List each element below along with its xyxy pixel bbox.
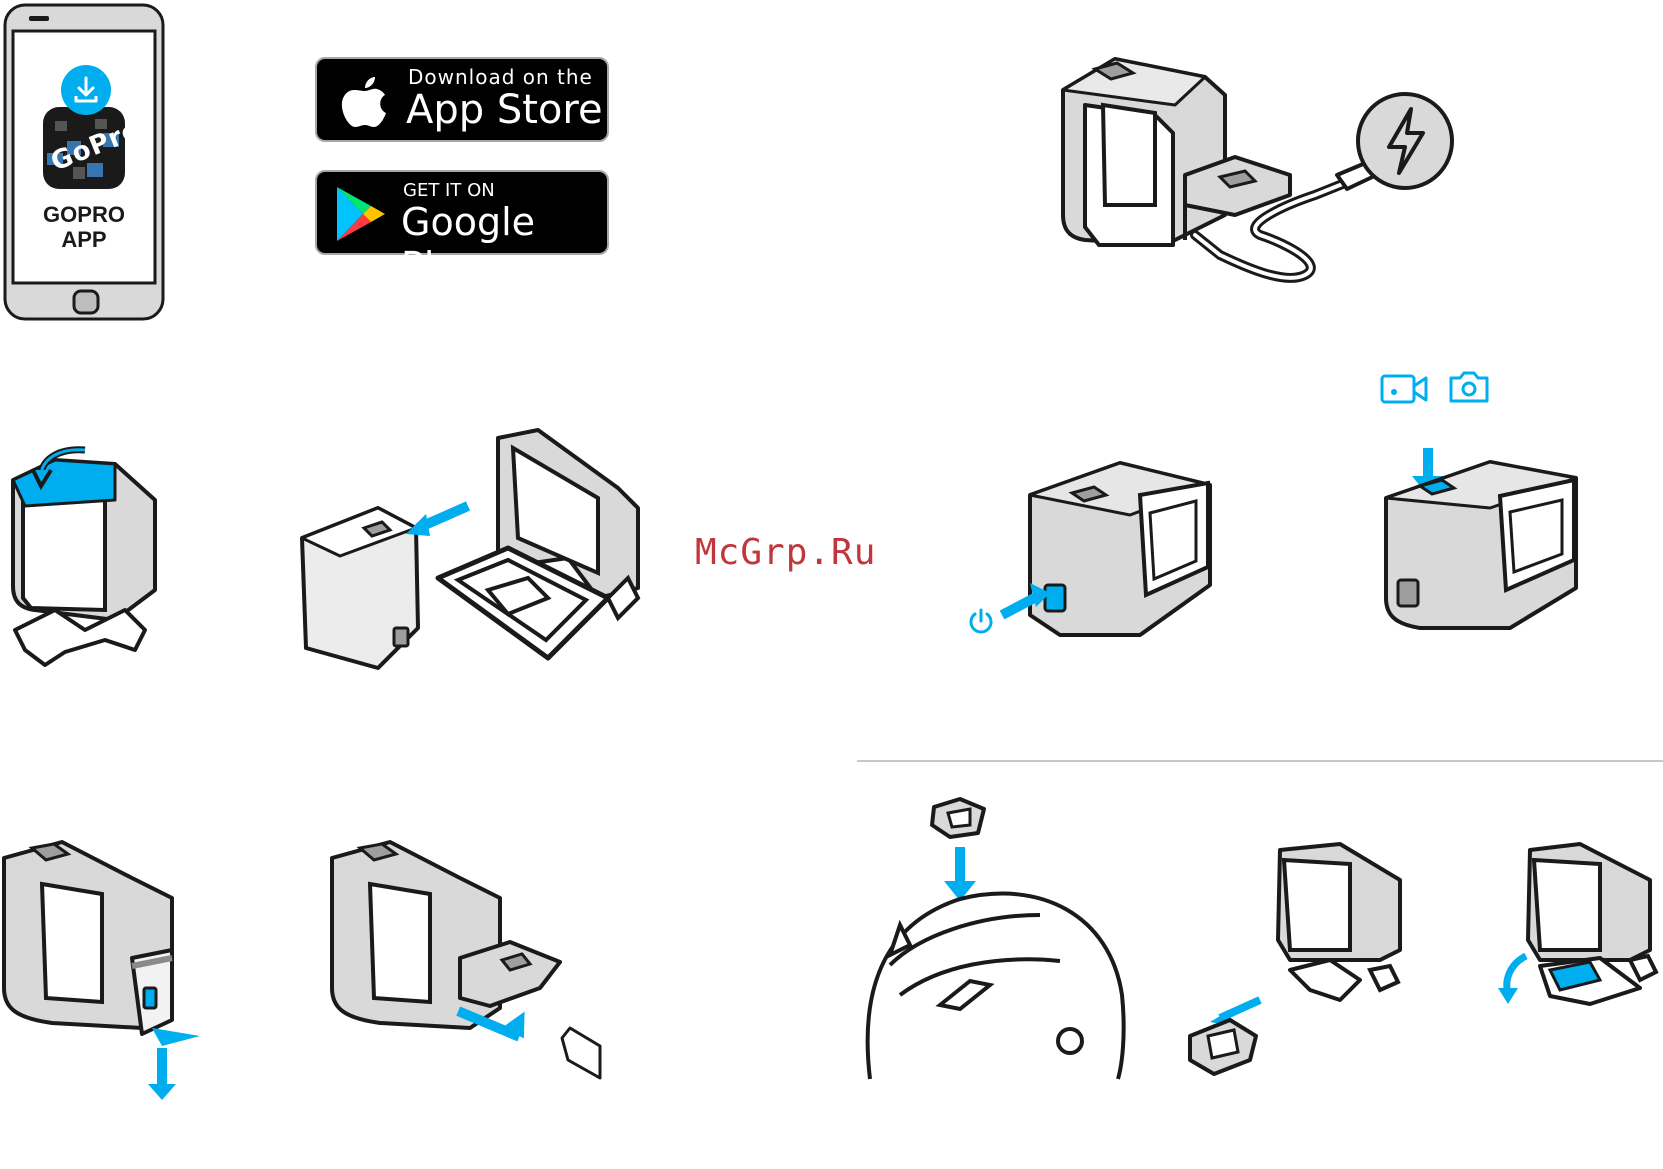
- apple-icon: [339, 71, 391, 131]
- google-play-badge[interactable]: GET IT ON Google Play: [315, 170, 609, 255]
- google-play-icon: [333, 184, 389, 244]
- lightning-icon: [1355, 91, 1455, 191]
- watermark: McGrp.Ru: [695, 532, 876, 573]
- section-divider: [857, 760, 1663, 762]
- google-play-small-text: GET IT ON: [403, 180, 495, 201]
- google-play-big-text: Google Play: [401, 200, 607, 288]
- camera-into-frame-illustration: [298, 428, 648, 688]
- phone-illustration: GoPro GOPRO APP: [3, 3, 165, 321]
- download-icon: [60, 64, 112, 116]
- helmet-mount-illustration: [860, 795, 1130, 1085]
- camera-mount-latch-illustration: [1490, 840, 1660, 1010]
- camera-shutter-illustration: [1380, 418, 1590, 648]
- camera-mount-buckle-illustration: [1180, 840, 1410, 1080]
- app-store-big-text: App Store: [406, 87, 603, 133]
- app-label-line2: APP: [14, 228, 154, 252]
- app-store-small-text: Download on the: [408, 65, 593, 89]
- camera-sd-card-illustration: [330, 838, 620, 1088]
- app-store-badge[interactable]: Download on the App Store: [315, 57, 609, 142]
- photo-mode-icon: [1448, 370, 1490, 404]
- video-mode-icon: [1380, 372, 1428, 406]
- camera-charging-illustration: [1055, 55, 1475, 305]
- app-label-line1: GOPRO: [14, 203, 154, 227]
- camera-frame-open-illustration: [5, 440, 175, 670]
- camera-battery-door-illustration: [2, 838, 202, 1098]
- camera-power-illustration: [960, 455, 1220, 655]
- power-icon: [966, 606, 996, 636]
